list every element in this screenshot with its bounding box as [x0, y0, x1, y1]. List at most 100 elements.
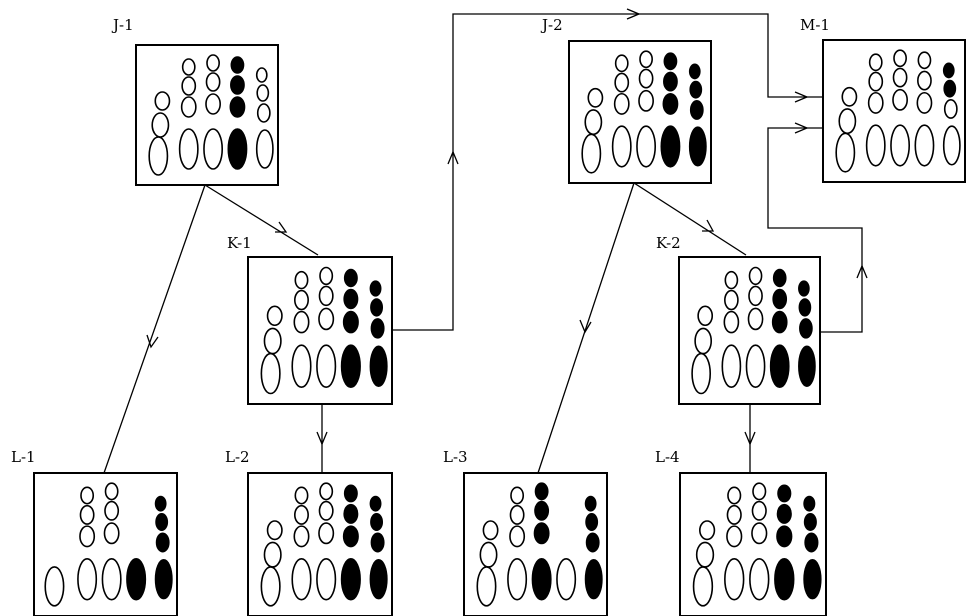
- panel-k-2-finger-4-bone-1: [798, 298, 812, 317]
- panel-m-1-finger-4-bone-3: [942, 125, 961, 166]
- panel-m-1-finger-1-bone-3: [865, 124, 886, 167]
- panel-l-4-finger-2-bone-0: [752, 482, 767, 501]
- panel-k-2-finger-4-bone-2: [799, 318, 813, 339]
- edge-j2-k2: [633, 182, 747, 256]
- panel-l-2-finger-4-bone-3: [369, 559, 388, 600]
- panel-l-4-finger-2-bone-1: [751, 500, 767, 521]
- panel-l-3-finger-2-bone-0: [534, 482, 549, 501]
- arrowhead-j2-k2: [702, 219, 715, 232]
- panel-j-1-finger-3-bone-1: [230, 75, 245, 95]
- panel-l-2-finger-1-bone-1: [294, 504, 309, 525]
- panel-k-2-finger-4-bone-0: [798, 280, 810, 297]
- panel-j-2-finger-3-bone-1: [663, 71, 678, 92]
- panel-j-2-finger-4-bone-2: [689, 100, 704, 120]
- panel-k-1-finger-2-bone-1: [318, 285, 334, 307]
- panel-l-1-finger-4-bone-0: [154, 495, 167, 512]
- panel-k-1-finger-1-bone-2: [293, 310, 310, 334]
- panel-l-1-finger-1-bone-3: [77, 557, 98, 601]
- panel-l-1: L-1: [11, 448, 178, 616]
- panel-l-1-finger-2-bone-3: [101, 557, 122, 601]
- panel-l-4-finger-0-bone-0: [699, 520, 716, 541]
- panel-l-1-finger-1-bone-1: [79, 504, 95, 525]
- panel-j-2-finger-1-bone-2: [613, 92, 630, 115]
- panel-l-3-finger-2-bone-1: [534, 500, 550, 521]
- panel-l-1-finger-1-bone-0: [80, 486, 95, 505]
- panel-l-3-finger-0-bone-1: [479, 541, 498, 568]
- panel-j-2-finger-2-bone-0: [639, 50, 653, 69]
- panel-k-1-finger-4-bone-0: [369, 280, 382, 297]
- panel-j-1-finger-4-bone-2: [256, 103, 271, 123]
- panel-l-3-finger-2-bone-2: [533, 522, 550, 545]
- panel-j-2-finger-4-bone-1: [689, 80, 703, 99]
- panel-l-2-finger-2-bone-0: [319, 482, 334, 501]
- panel-k-1-finger-3-bone-1: [343, 288, 359, 310]
- panel-l-3-finger-3-metacarpal: [556, 557, 577, 601]
- panel-j-2-finger-1-bone-1: [614, 72, 630, 93]
- panel-j-2-finger-4-bone-3: [688, 126, 707, 167]
- panel-l-2-finger-2-bone-1: [318, 500, 334, 521]
- panel-k-2-finger-2-bone-2: [747, 307, 764, 331]
- panel-k-2-finger-0-bone-2: [691, 352, 712, 395]
- panel-m-1-finger-2-bone-2: [892, 88, 908, 111]
- edge-k1-m1: [392, 13, 823, 331]
- arrowhead-k2-l4: [744, 431, 756, 446]
- panel-j-2-finger-0-bone-2: [581, 133, 602, 174]
- panel-j-1-finger-2-bone-0: [206, 54, 220, 72]
- panel-l-1-finger-0-metacarpal: [44, 566, 65, 607]
- panel-l-2-hand-drawing: [260, 482, 388, 607]
- panel-l-4: L-4: [655, 448, 827, 616]
- panel-k-1-hand-drawing: [260, 266, 388, 395]
- panel-k-2-finger-2-bone-0: [748, 266, 763, 286]
- connector-layer: [103, 8, 868, 474]
- panel-l-4-finger-0-bone-2: [692, 566, 714, 607]
- panel-m-1-hand-drawing: [835, 49, 961, 173]
- panel-l-3-finger-0-bone-2: [476, 566, 497, 607]
- panel-j-1-finger-4-bone-1: [256, 84, 270, 102]
- panel-k-1: K-1: [227, 234, 393, 405]
- panel-k-2-finger-1-bone-2: [723, 310, 740, 334]
- panel-l-2-finger-3-bone-1: [343, 503, 359, 524]
- panel-j-1-finger-0-bone-0: [154, 91, 171, 111]
- panel-m-1-finger-4-bone-1: [943, 79, 957, 98]
- panel-l-2-label: L-2: [225, 448, 250, 466]
- panel-l-4-hand-drawing: [692, 482, 822, 607]
- panel-k-1-finger-3-bone-2: [342, 310, 359, 334]
- panel-l-4-finger-4-bone-1: [803, 513, 817, 531]
- panel-l-2-finger-1-bone-3: [291, 557, 312, 601]
- panel-l-2-finger-4-bone-1: [370, 513, 384, 531]
- panel-j-2-finger-4-bone-0: [688, 63, 701, 80]
- panel-l-4-finger-1-bone-0: [727, 486, 742, 505]
- panel-j-1: J-1: [111, 16, 279, 186]
- panel-m-1-label: M-1: [800, 16, 830, 34]
- panel-l-4-finger-3-bone-1: [776, 503, 792, 524]
- panel-k-1-finger-0-bone-1: [263, 327, 282, 355]
- panel-m-1: M-1: [800, 16, 966, 183]
- panel-l-3-finger-1-bone-0: [510, 486, 525, 505]
- panel-k-1-finger-3-bone-0: [343, 268, 358, 288]
- panel-m-1-finger-0-bone-0: [841, 86, 858, 107]
- panel-l-1-finger-2-bone-0: [104, 482, 119, 501]
- panel-k-2-finger-3-bone-3: [769, 344, 790, 389]
- panel-l-2-finger-3-bone-0: [343, 484, 358, 503]
- panel-l-2-finger-0-bone-1: [263, 541, 282, 568]
- arrowhead-k1-l2: [316, 431, 328, 446]
- panel-l-1-label: L-1: [11, 448, 36, 466]
- panel-l-4-finger-1-bone-2: [726, 525, 743, 548]
- panel-l-2-finger-4-bone-2: [370, 532, 385, 553]
- panel-l-2-finger-4-bone-0: [369, 495, 382, 512]
- panel-j-1-finger-3-bone-0: [230, 56, 245, 74]
- panel-l-2-finger-0-bone-2: [260, 566, 281, 607]
- panel-k-2-finger-0-bone-0: [697, 305, 714, 327]
- panel-j-2-finger-0-bone-1: [584, 109, 603, 136]
- panel-k-1-finger-3-bone-3: [340, 344, 361, 389]
- panel-j-1-finger-1-bone-3: [178, 128, 199, 170]
- panel-k-1-finger-2-bone-3: [316, 344, 337, 389]
- panel-l-2-finger-2-bone-2: [318, 522, 335, 545]
- arrowhead-k2-m1-end: [794, 122, 809, 134]
- panel-l-2-finger-2-bone-3: [316, 557, 337, 601]
- panel-k-1-finger-1-bone-0: [294, 270, 309, 290]
- panel-k-1-finger-2-bone-0: [319, 266, 334, 286]
- panel-l-4-finger-4-bone-3: [803, 559, 822, 600]
